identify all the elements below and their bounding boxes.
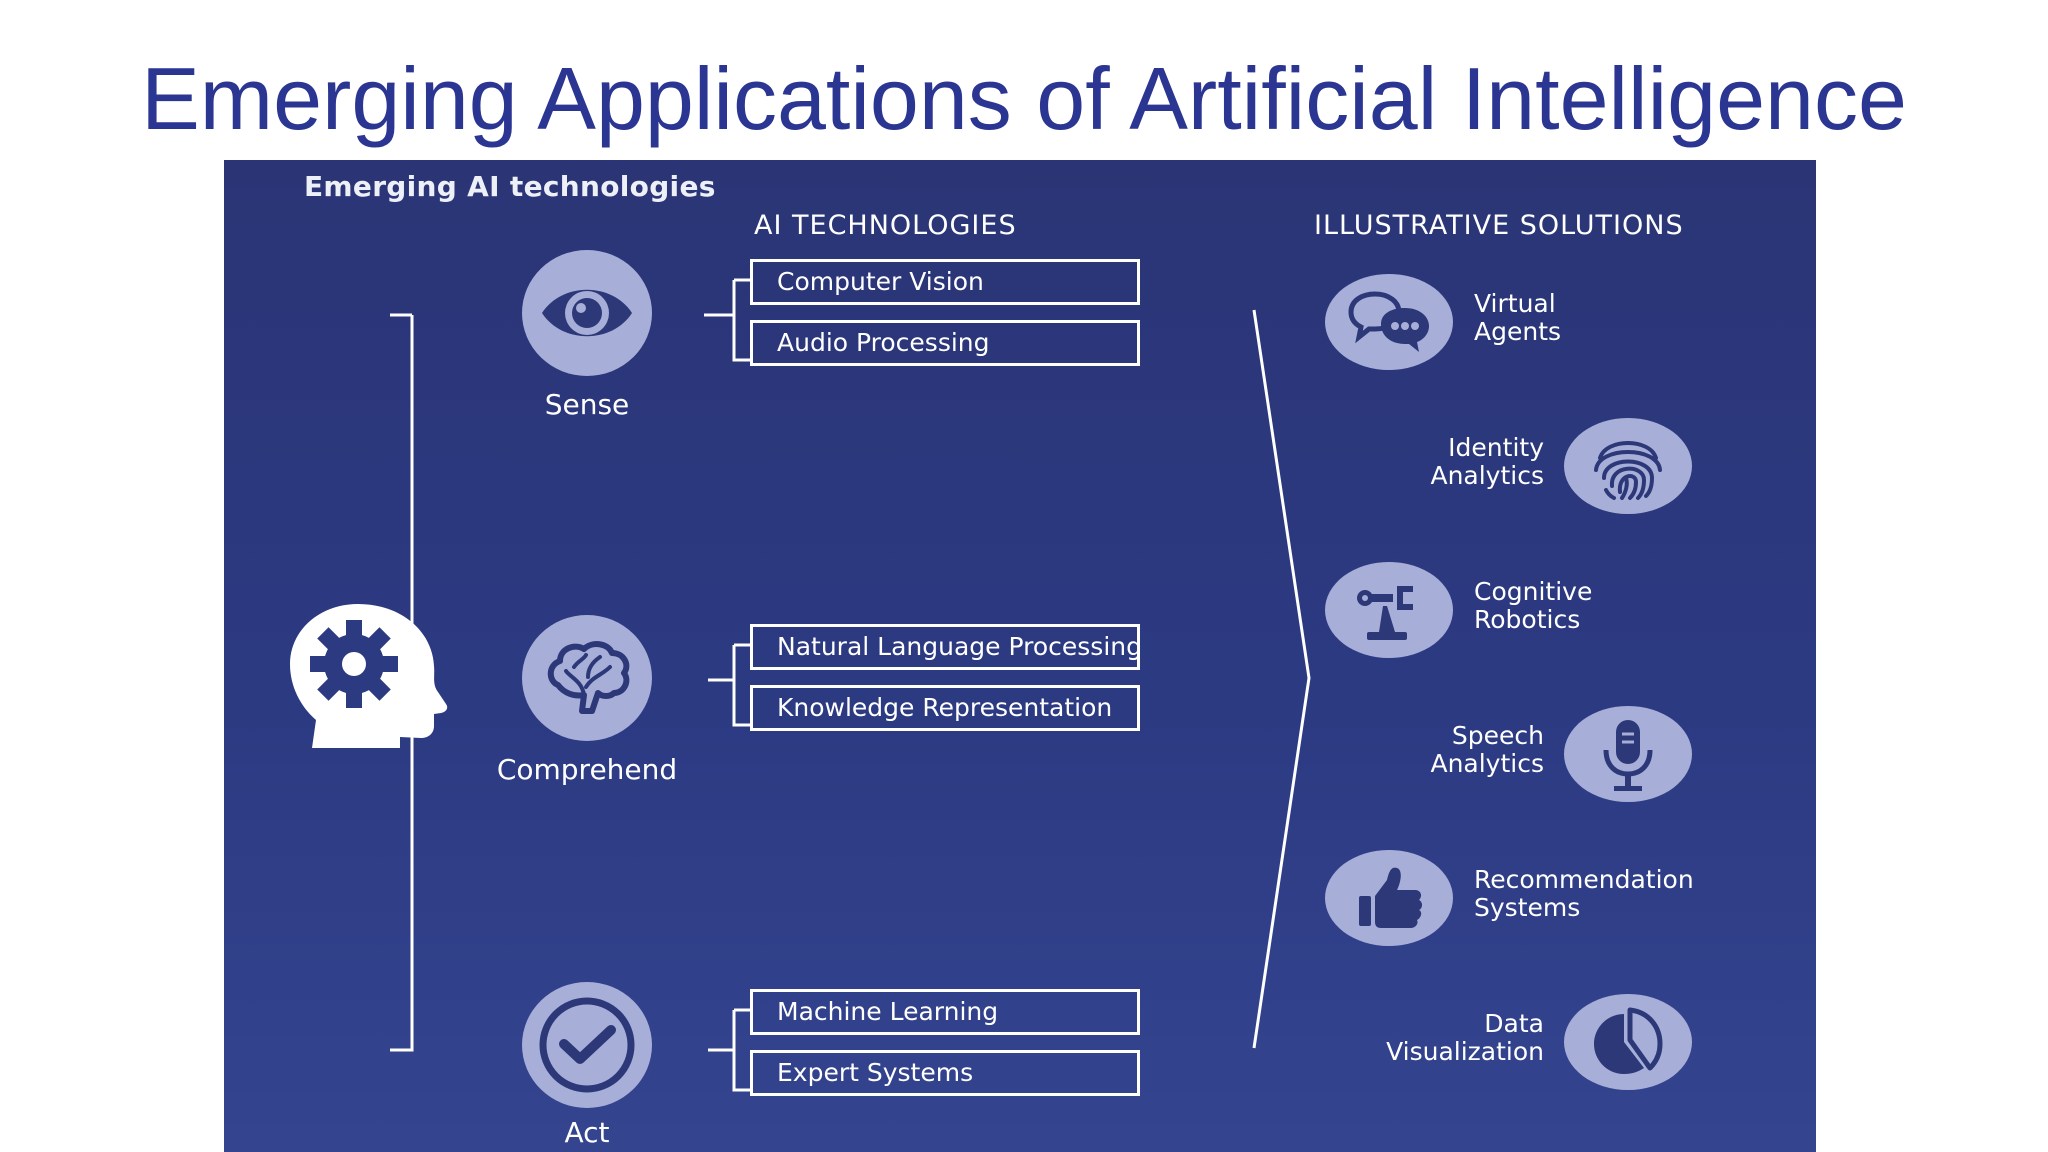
pie-chart-icon xyxy=(1594,1007,1663,1074)
tech-machine-learning: Machine Learning xyxy=(750,989,1140,1035)
chat-bubbles-icon xyxy=(1348,291,1429,352)
tech-natural-language-processing: Natural Language Processing xyxy=(750,624,1142,670)
solution-recommendation-systems-label: Recommendation Systems xyxy=(1474,865,1694,922)
solution-cognitive-robotics-circle xyxy=(1325,562,1453,658)
solution-virtual-agents-circle xyxy=(1325,274,1453,370)
comprehend-bracket xyxy=(708,643,750,727)
slide-title: Emerging Applications of Artificial Inte… xyxy=(141,49,1907,148)
tech-knowledge-representation: Knowledge Representation xyxy=(750,685,1140,731)
main-bracket xyxy=(390,315,414,1052)
brain-icon xyxy=(547,641,630,714)
checkmark-icon xyxy=(539,997,635,1093)
tech-expert-systems: Expert Systems xyxy=(750,1050,1140,1096)
ai-technologies-panel: Emerging AI technologies AI TECHNOLOGIES… xyxy=(224,160,1816,1152)
stage-sense-circle xyxy=(522,250,652,376)
solution-data-visualization-label: Data Visualization xyxy=(1386,1009,1544,1066)
robot-arm-icon xyxy=(1357,586,1413,640)
stage-comprehend-label: Comprehend xyxy=(496,753,678,786)
thumbs-up-icon xyxy=(1359,867,1422,928)
solution-recommendation-systems-circle xyxy=(1325,850,1453,946)
act-bracket xyxy=(708,1008,750,1092)
solutions-column-heading: ILLUSTRATIVE SOLUTIONS xyxy=(1314,210,1684,241)
head-gear-icon xyxy=(290,604,448,748)
tech-column-heading: AI TECHNOLOGIES xyxy=(754,210,1017,241)
panel-title: Emerging AI technologies xyxy=(304,170,716,203)
tech-audio-processing: Audio Processing xyxy=(750,320,1140,366)
solution-identity-analytics-circle xyxy=(1564,418,1692,514)
stage-act-circle xyxy=(522,982,652,1108)
tech-computer-vision: Computer Vision xyxy=(750,259,1140,305)
fingerprint-icon xyxy=(1594,441,1662,500)
microphone-icon xyxy=(1603,720,1653,791)
solution-speech-analytics-label: Speech Analytics xyxy=(1430,721,1544,778)
eye-icon xyxy=(542,289,632,337)
stage-act-label: Act xyxy=(564,1116,610,1149)
solution-virtual-agents-label: Virtual Agents xyxy=(1474,289,1562,346)
solution-cognitive-robotics-label: Cognitive Robotics xyxy=(1474,577,1593,634)
stage-comprehend-circle xyxy=(522,615,652,741)
solutions-chevron xyxy=(1252,309,1311,1049)
solution-speech-analytics-circle xyxy=(1564,706,1692,802)
solution-identity-analytics-label: Identity Analytics xyxy=(1430,433,1544,490)
sense-bracket xyxy=(704,278,750,362)
stage-sense-label: Sense xyxy=(544,388,630,421)
solution-data-visualization-circle xyxy=(1564,994,1692,1090)
